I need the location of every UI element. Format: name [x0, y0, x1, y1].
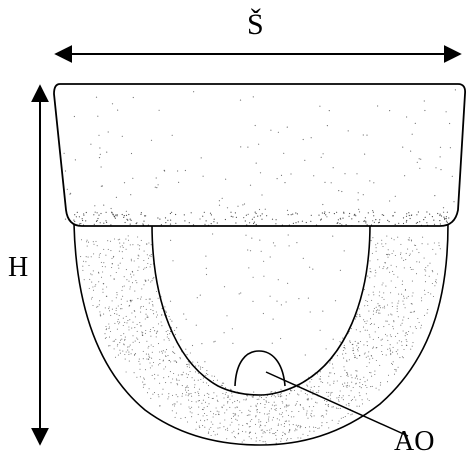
inner-stipple: [169, 233, 351, 363]
height-label: H: [8, 252, 29, 283]
width-label: Š: [247, 8, 264, 41]
top-band: [53, 83, 467, 227]
ao-leader-line: [265, 371, 409, 437]
rim-stipple: [80, 235, 441, 445]
ao-structure: [234, 350, 286, 387]
ao-label: AO: [394, 426, 435, 457]
top-band-stipple: [63, 89, 456, 227]
